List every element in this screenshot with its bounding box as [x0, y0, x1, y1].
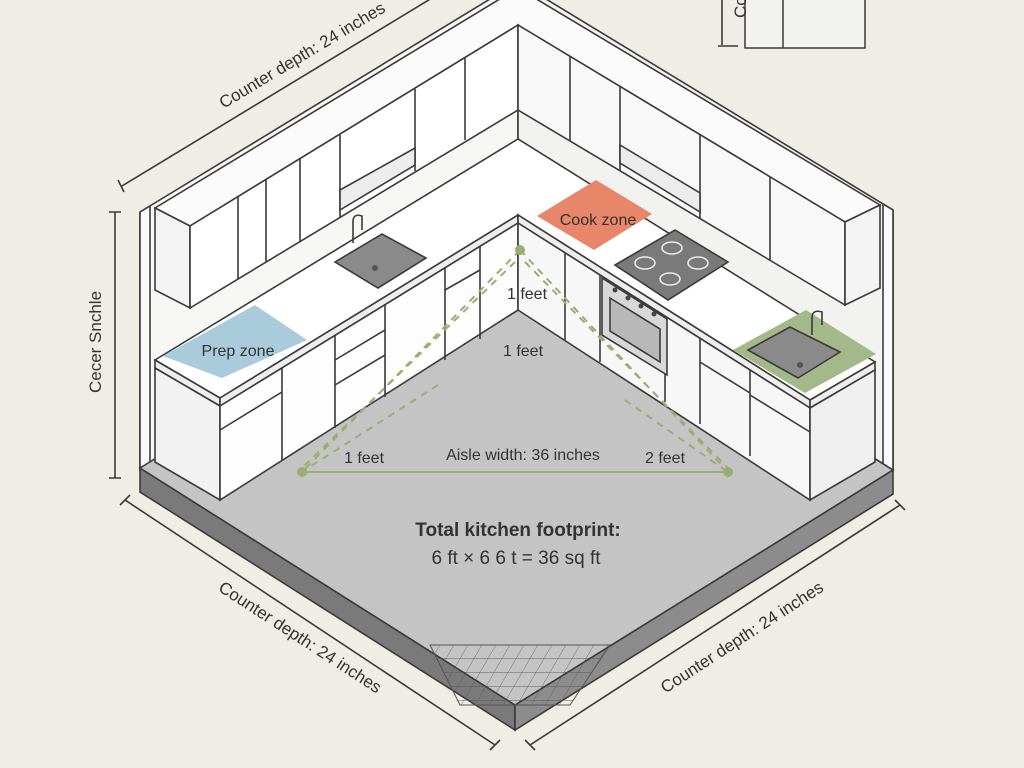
triangle-node-left [297, 467, 307, 477]
cook-zone-label: Cook zone [560, 212, 637, 229]
dimension-lines [109, 0, 906, 751]
cooktop [613, 229, 730, 301]
right-sink [746, 310, 842, 379]
cook-zone [537, 180, 652, 250]
aisle-width-label: Aisle width: 36 inches [446, 447, 600, 464]
triangle-node-sink [515, 245, 525, 255]
top-right-dimension-label: Co [731, 0, 750, 18]
triangle-left-label: 1 feet [344, 450, 385, 467]
triangle-right-label: 2 feet [645, 450, 686, 467]
footprint-title: Total kitchen footprint: [415, 520, 620, 541]
footprint-value: 6 ft × 6 6 t = 36 sq ft [432, 548, 602, 569]
left-sink [333, 214, 428, 289]
work-triangle [297, 245, 733, 477]
left-height-dimension-label: Cecer Snchle [86, 291, 105, 393]
prep-zone [163, 305, 307, 378]
oven [601, 276, 668, 377]
floor-tile-grid [429, 644, 611, 706]
triangle-top-lower-label: 1 feet [503, 343, 544, 360]
triangle-node-right [723, 467, 733, 477]
prep-zone-label: Prep zone [202, 343, 275, 360]
upper-cabinets [153, 0, 882, 310]
triangle-top-upper-label: 1 feet [507, 286, 548, 303]
